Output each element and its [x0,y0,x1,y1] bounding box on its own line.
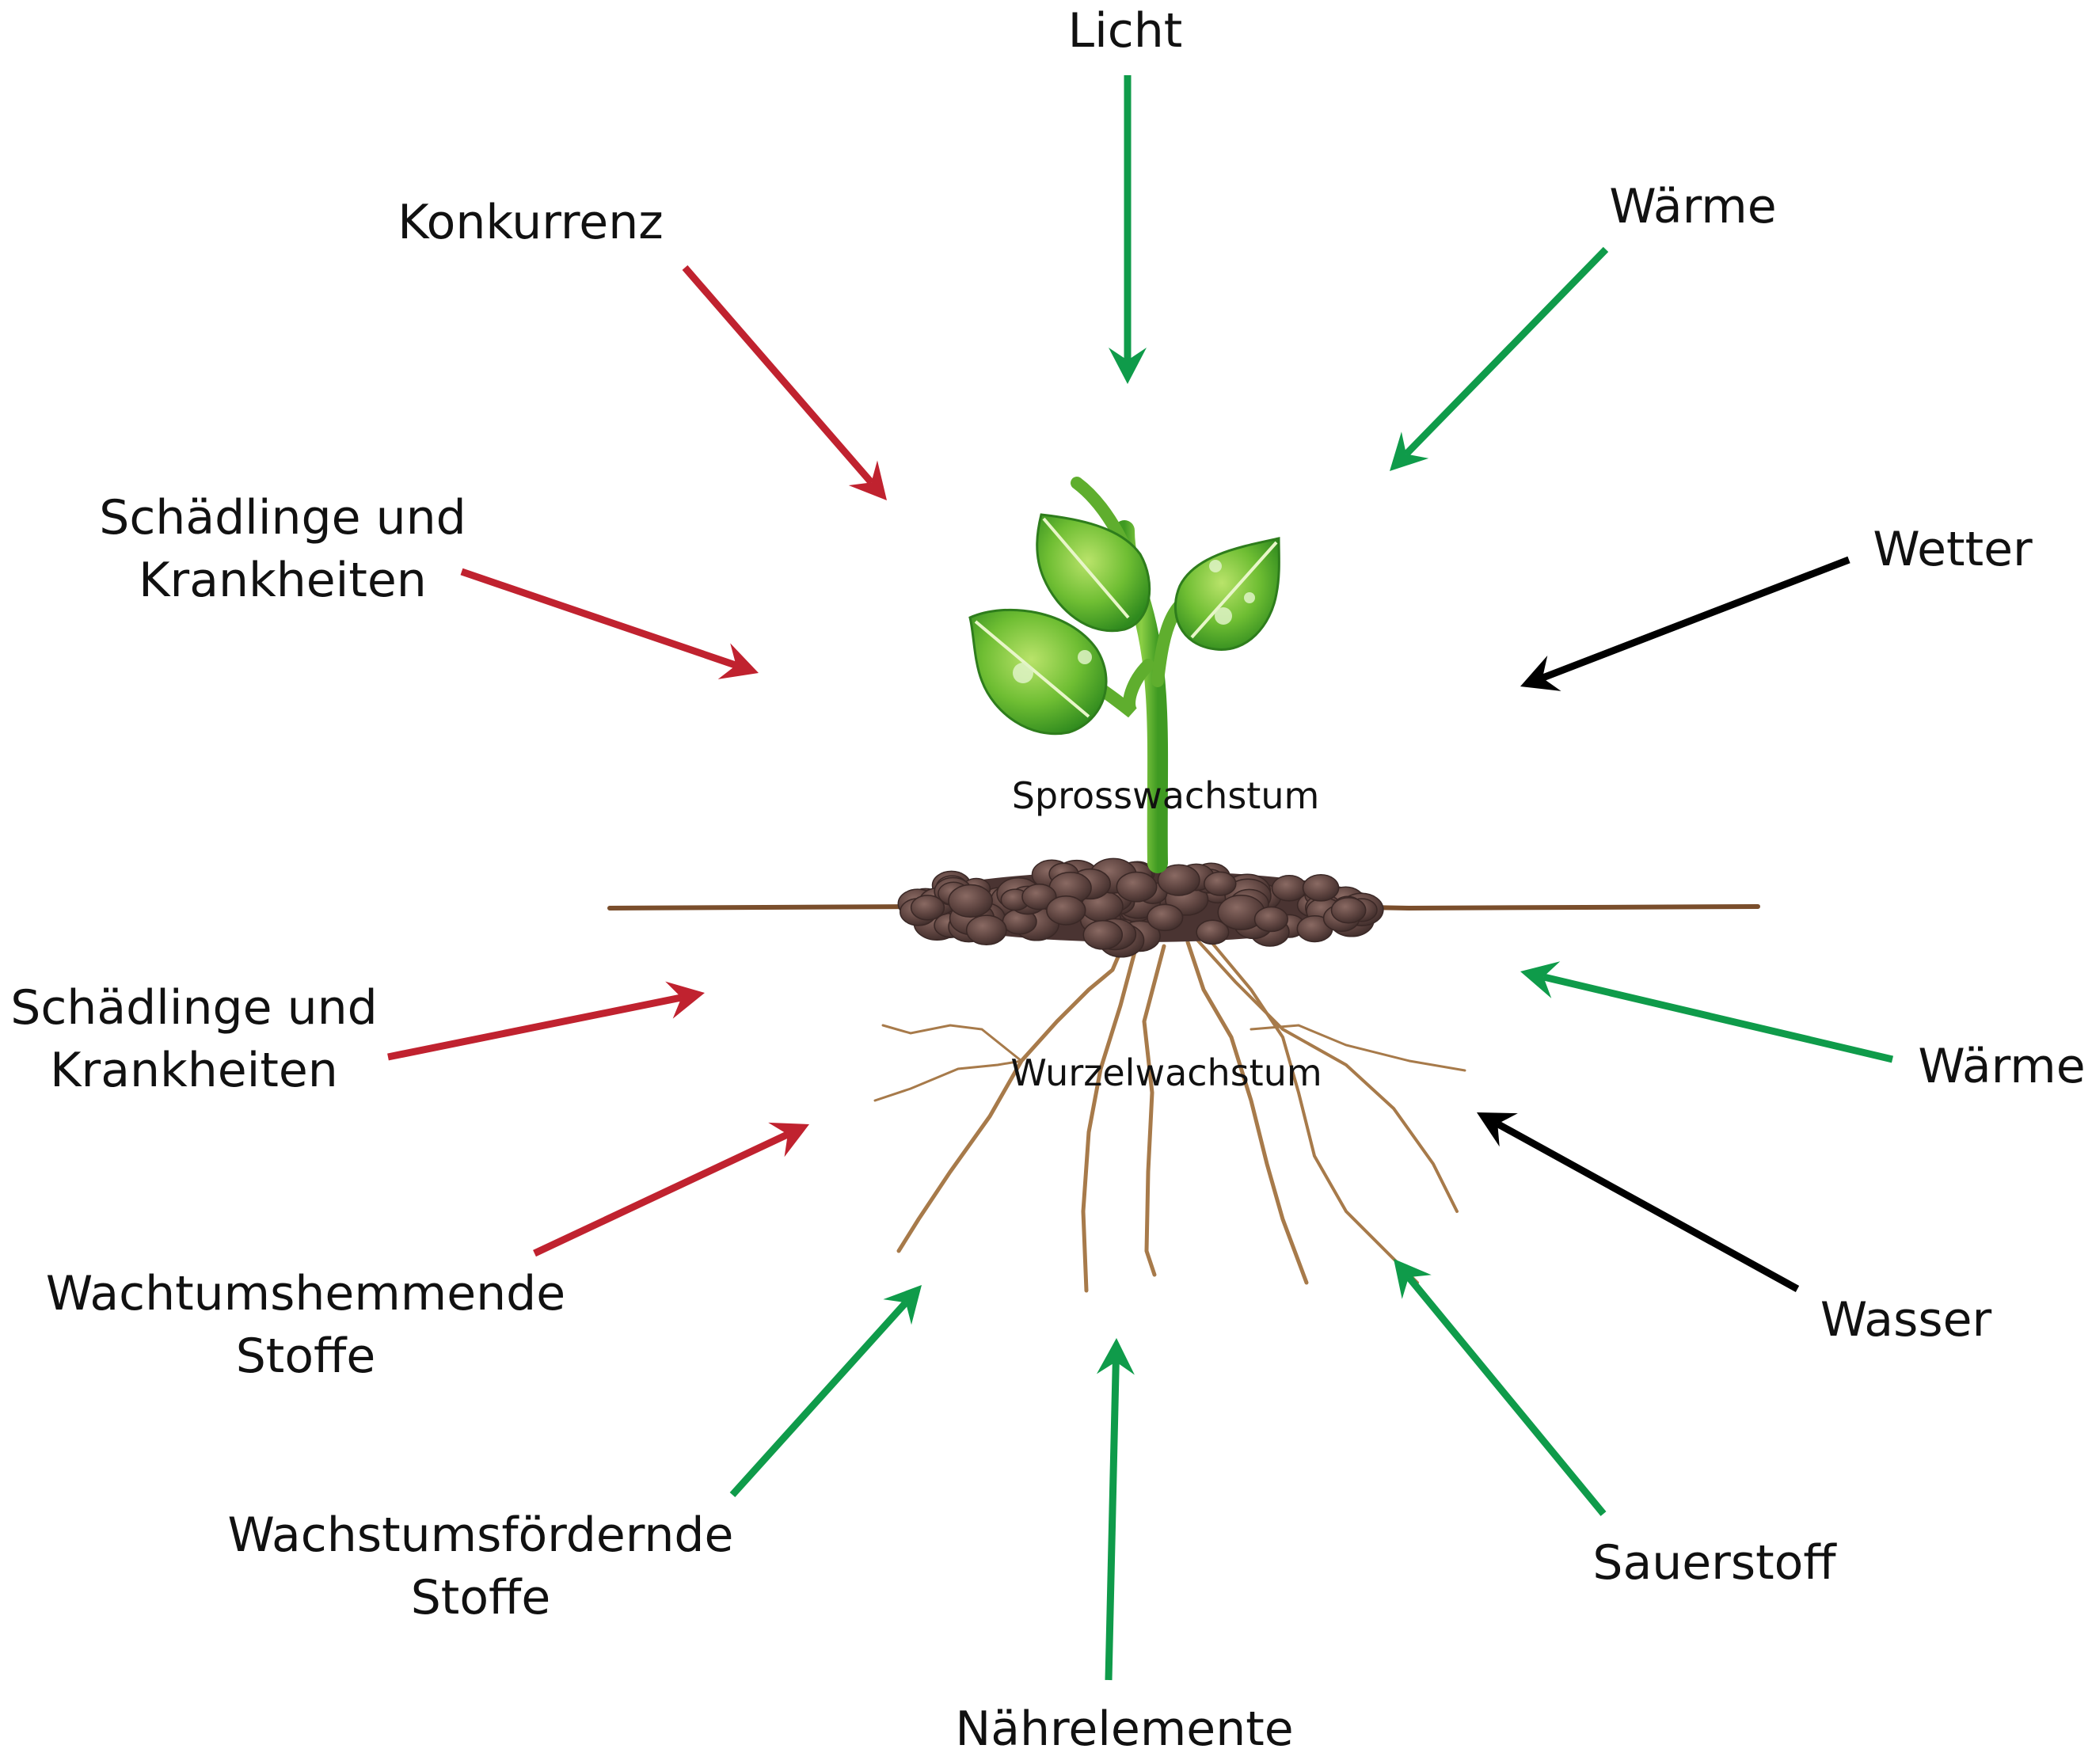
label-schaedlinge-bottom-line2: Krankheiten [50,1043,338,1099]
label-schaedlinge-top-line2: Krankheiten [139,553,427,609]
label-hemmende-line2: Stoffe [235,1329,376,1385]
label-wachstumsfoerdernde-stoffe: Wachstumsfördernde Stoffe [228,1504,734,1629]
arrow-wetter [1520,556,1850,691]
plant-roots [873,937,1466,1293]
label-schaedlinge-bottom-line1: Schädlinge und [10,980,378,1036]
label-konkurrenz: Konkurrenz [397,195,664,250]
influence-arrows [387,75,1894,1681]
arrow-konkurrenz [682,265,887,500]
label-sprosswachstum: Sprosswachstum [1011,774,1320,817]
leaf-right [1173,537,1280,651]
label-wurzelwachstum: Wurzelwachstum [1010,1051,1322,1094]
arrow-schaedlinge-top [460,568,759,679]
label-wetter: Wetter [1873,522,2033,577]
label-schaedlinge-bottom: Schädlinge und Krankheiten [10,977,378,1102]
label-waerme-top: Wärme [1609,179,1777,234]
arrow-schaedlinge-bottom [387,981,705,1061]
arrow-foerdernde-stoffe [729,1285,922,1498]
label-sauerstoff: Sauerstoff [1592,1535,1836,1591]
arrow-wasser [1477,1112,1800,1292]
label-hemmende-line1: Wachtumshemmende [45,1266,566,1321]
arrow-sauerstoff [1394,1259,1607,1516]
label-foerdernde-line1: Wachstumsfördernde [227,1507,734,1563]
label-waerme-bottom: Wärme [1918,1039,2086,1094]
arrow-naehrelemente [1096,1338,1135,1681]
arrow-hemmende-stoffe [533,1122,809,1257]
label-licht: Licht [1067,3,1183,59]
soil-clods [897,857,1384,958]
leaf-middle [1036,513,1151,633]
arrow-waerme-top [1390,246,1609,471]
label-wasser: Wasser [1820,1292,1992,1348]
label-foerdernde-line2: Stoffe [410,1570,551,1626]
label-wachstumshemmende-stoffe: Wachtumshemmende Stoffe [46,1263,565,1388]
label-schaedlinge-top: Schädlinge und Krankheiten [99,487,466,612]
label-naehrelemente: Nährelemente [955,1701,1294,1757]
arrow-waerme-bottom [1520,961,1894,1063]
label-schaedlinge-top-line1: Schädlinge und [99,490,466,546]
leaf-left [968,608,1108,736]
arrow-licht [1109,75,1147,384]
